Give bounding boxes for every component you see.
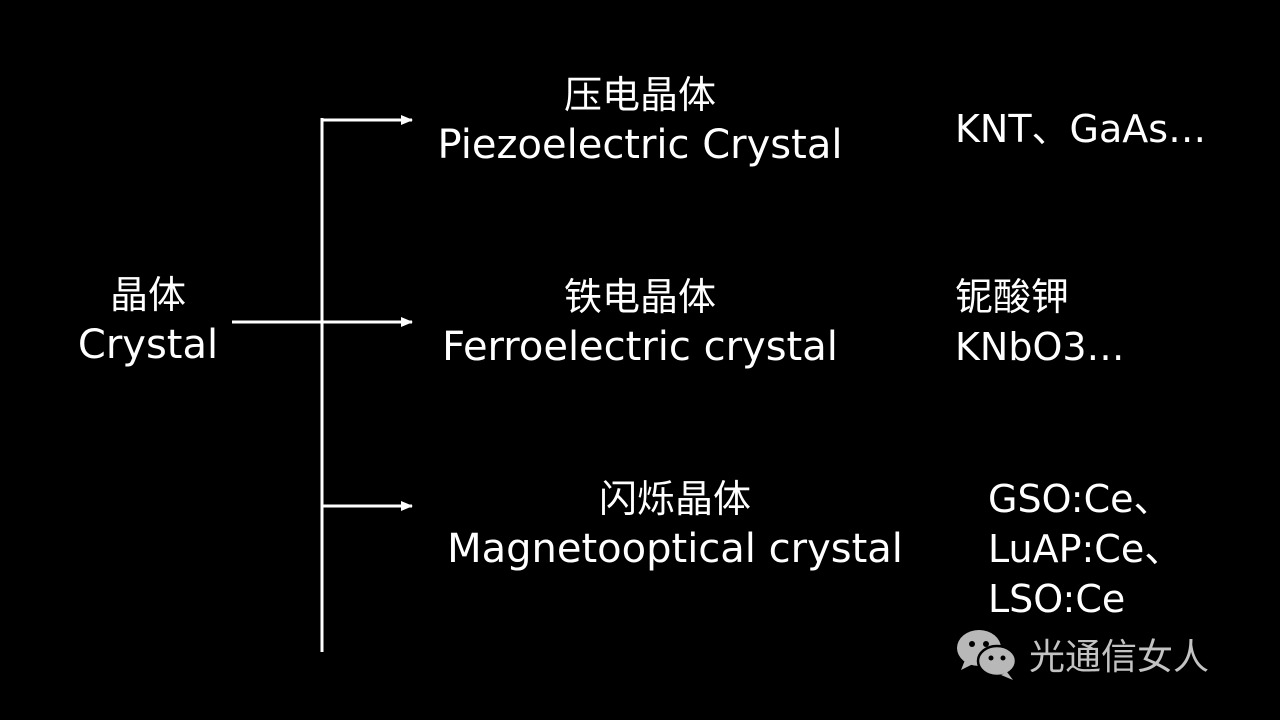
root-node-crystal: 晶体 Crystal (68, 270, 228, 370)
examples-ferroelectric: 铌酸钾 KNbO3… (955, 272, 1125, 372)
branch-node-ferroelectric: 铁电晶体 Ferroelectric crystal (430, 272, 850, 372)
example-item: KNbO3… (955, 325, 1125, 369)
branch-label-zh: 压电晶体 (563, 73, 716, 117)
example-item: LuAP:Ce、 (988, 527, 1183, 571)
branch-label-zh: 闪烁晶体 (598, 477, 751, 521)
example-item: 铌酸钾 (955, 275, 1070, 319)
branch-label-en: Ferroelectric crystal (442, 324, 838, 370)
root-label-zh: 晶体 (109, 273, 186, 317)
branch-label-zh: 铁电晶体 (563, 275, 716, 319)
branch-node-piezoelectric: 压电晶体 Piezoelectric Crystal (430, 70, 850, 170)
watermark-text: 光通信女人 (1029, 637, 1210, 678)
branch-node-scintillation: 闪烁晶体 Magnetooptical crystal (430, 474, 920, 574)
wechat-icon (957, 630, 1018, 680)
watermark: 光通信女人 (955, 624, 1209, 684)
branch-label-en: Magnetooptical crystal (447, 526, 903, 572)
example-item: KNT、GaAs… (955, 107, 1207, 151)
example-item: LSO:Ce (988, 577, 1126, 621)
branch-label-en: Piezoelectric Crystal (437, 122, 843, 168)
examples-scintillation: GSO:Ce、 LuAP:Ce、 LSO:Ce (988, 474, 1182, 624)
example-item: GSO:Ce、 (988, 477, 1172, 521)
examples-piezoelectric: KNT、GaAs… (955, 104, 1206, 154)
root-label-en: Crystal (77, 322, 219, 368)
